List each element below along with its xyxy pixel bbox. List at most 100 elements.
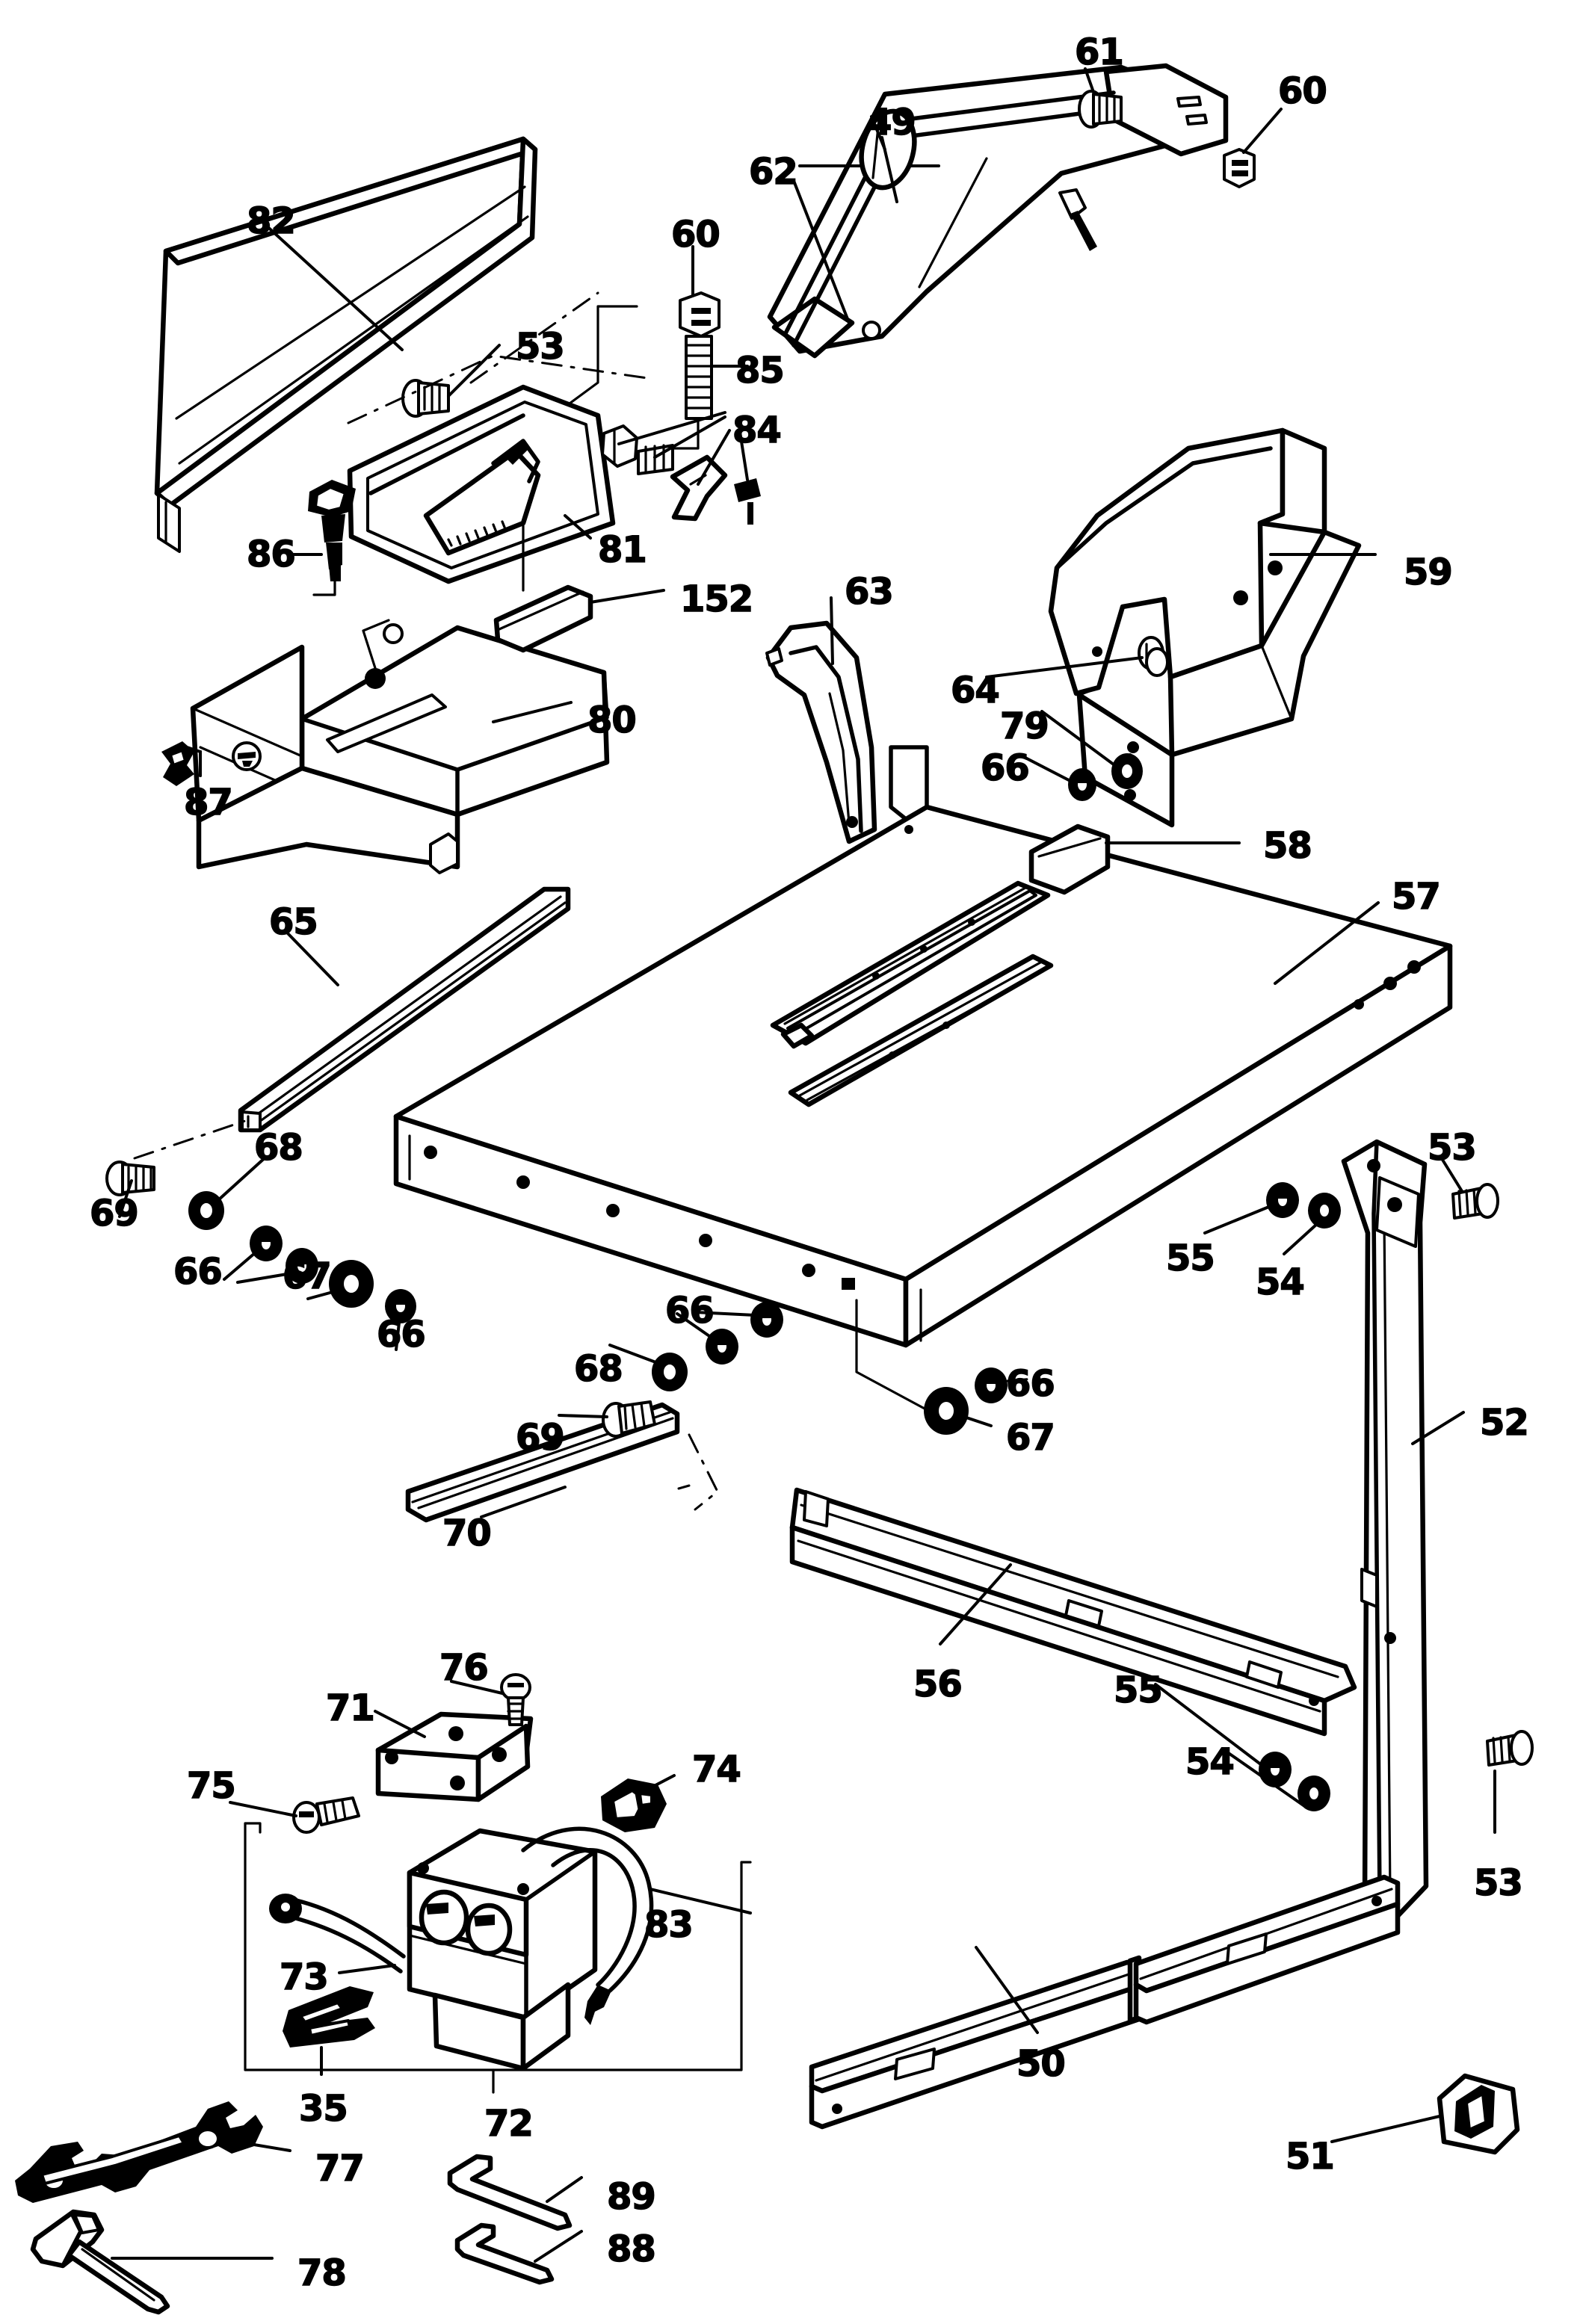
leader-66-front-a <box>676 1312 713 1339</box>
leader-81 <box>564 514 592 540</box>
leader-73 <box>338 1964 396 1974</box>
part-59-guard-bracket <box>1048 427 1362 828</box>
part-55-nut-lower <box>1259 1752 1292 1787</box>
callout-75: 75 <box>186 1765 236 1807</box>
callout-52: 52 <box>1479 1402 1529 1444</box>
callout-53-fence: 53 <box>515 326 565 368</box>
callout-78: 78 <box>297 2252 347 2294</box>
part-78-hammer <box>30 2209 170 2315</box>
part-152-bar <box>493 584 593 653</box>
part-63-riving-knife <box>765 620 877 844</box>
part-35-clip <box>283 1986 375 2048</box>
callout-68-left: 68 <box>253 1127 303 1169</box>
callout-50: 50 <box>1016 2043 1066 2085</box>
part-64-screw <box>1138 636 1169 677</box>
callout-88: 88 <box>606 2228 656 2270</box>
part-51-foot <box>1437 2073 1520 2155</box>
leader-80 <box>492 701 573 723</box>
part-74-connector <box>601 1778 667 1832</box>
part-66-nut-front-a <box>706 1329 738 1365</box>
leader-54-lower <box>1223 1749 1305 1807</box>
callout-65: 65 <box>268 901 318 943</box>
leader-89 <box>546 2176 583 2203</box>
callout-62: 62 <box>748 151 798 193</box>
callout-82: 82 <box>246 200 296 242</box>
callout-66-front: 66 <box>664 1290 715 1332</box>
axis-65 <box>133 1119 247 1160</box>
callout-53-leg-top: 53 <box>1427 1127 1477 1169</box>
callout-67-table: 67 <box>1005 1417 1055 1459</box>
leader-70 <box>480 1486 567 1518</box>
callout-69-left: 69 <box>89 1193 139 1234</box>
leader-84a <box>617 411 726 445</box>
leader-67-left <box>306 1288 342 1300</box>
part-67-washer-left <box>329 1260 374 1308</box>
callout-54-upper: 54 <box>1255 1261 1305 1303</box>
leader-56 <box>939 1563 1012 1645</box>
part-79-washer <box>1111 753 1143 789</box>
part-57-mitre-slots <box>770 880 1054 1107</box>
part-68-washer-left <box>188 1191 224 1230</box>
leader-152 <box>589 589 665 604</box>
leader-53-leg-top <box>1441 1158 1463 1193</box>
part-54-washer-lower <box>1298 1776 1330 1811</box>
part-72-group-frame <box>244 1822 752 2094</box>
callout-68-front: 68 <box>573 1348 623 1390</box>
part-53-screw-fence <box>401 379 450 418</box>
callout-70: 70 <box>442 1512 492 1554</box>
callout-59: 59 <box>1403 551 1453 593</box>
callout-84: 84 <box>732 410 782 451</box>
callout-73: 73 <box>279 1956 329 1998</box>
part-65-left-rail <box>238 886 571 1133</box>
part-69-bolt-left <box>105 1161 155 1196</box>
part-58-insert-rail <box>1028 823 1111 895</box>
callout-57: 57 <box>1391 876 1441 918</box>
axis-81 <box>347 354 649 424</box>
leader-71 <box>374 1710 426 1738</box>
part-81-throat-plate <box>347 384 616 584</box>
callout-87: 87 <box>183 782 233 823</box>
callout-77: 77 <box>315 2148 365 2189</box>
callout-49: 49 <box>866 102 916 143</box>
part-66-nut-left-a <box>250 1226 283 1261</box>
part-55-nut-upper <box>1266 1182 1299 1218</box>
leader-66-table <box>1006 1376 1043 1382</box>
part-62-blade-guard <box>767 63 1229 359</box>
callout-66-bracket: 66 <box>980 747 1030 789</box>
part-66-nut-left-b <box>286 1248 318 1284</box>
callout-81: 81 <box>597 529 647 571</box>
callout-60-fence: 60 <box>670 214 721 256</box>
part-82-rip-fence <box>154 136 538 553</box>
callout-85: 85 <box>735 350 785 392</box>
callout-80: 80 <box>587 699 637 741</box>
leader-75 <box>229 1801 297 1817</box>
part-84-lever <box>670 454 728 522</box>
callout-51: 51 <box>1285 2136 1335 2178</box>
leader-55-upper <box>1203 1205 1272 1234</box>
leader-66-left-b <box>236 1272 293 1284</box>
part-53-screw-leg-top <box>1451 1183 1499 1220</box>
part-60-nut-fence <box>679 291 721 338</box>
leader-49b <box>870 115 886 151</box>
part-75-screw <box>292 1796 360 1834</box>
leader-66-left-a <box>223 1251 257 1281</box>
part-66-washer-bracket <box>1068 768 1096 801</box>
part-66-nut-left-c <box>385 1289 416 1323</box>
part-84-screw <box>734 478 761 525</box>
part-56-rear-rail <box>789 1487 1357 1737</box>
callout-76: 76 <box>439 1647 489 1689</box>
leader-62b <box>792 179 851 324</box>
callout-66-left-a: 66 <box>173 1251 223 1293</box>
leader-84d <box>738 430 749 481</box>
callout-74: 74 <box>691 1749 741 1790</box>
leader-57 <box>1274 901 1380 985</box>
callout-89: 89 <box>606 2176 656 2218</box>
leader-67-table <box>963 1415 993 1427</box>
part-66-nut-table <box>975 1367 1008 1403</box>
callout-63: 63 <box>844 571 894 613</box>
leader-54-upper <box>1283 1223 1318 1255</box>
part-73-wire <box>269 1894 406 1974</box>
bracket-81 <box>568 305 638 405</box>
